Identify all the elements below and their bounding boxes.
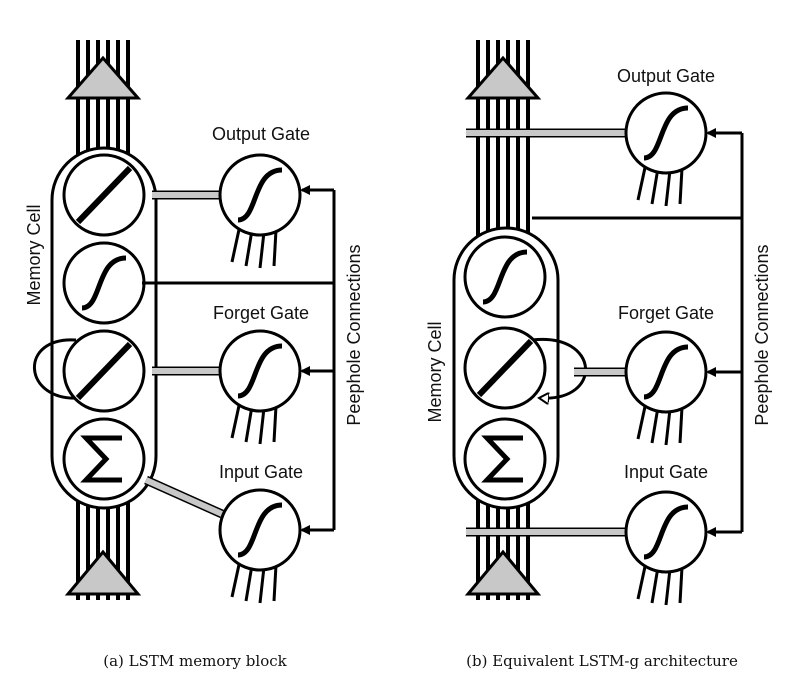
panel-a-caption: (a) LSTM memory block — [103, 652, 287, 670]
panel-a-cell-squash — [62, 241, 146, 325]
panel-b-caption: (b) Equivalent LSTM-g architecture — [466, 652, 738, 670]
panel-a-input-gate-label: Input Gate — [219, 462, 303, 482]
panel-b-input-gate-label: Input Gate — [624, 462, 708, 482]
panel-a-sum-unit — [62, 417, 146, 501]
panel-b-output-gate-label: Output Gate — [617, 66, 715, 86]
panel-b-input-gate-unit — [624, 490, 708, 574]
panel-b-forget-gate-label: Forget Gate — [618, 303, 714, 323]
panel-a-input-gate-unit — [218, 488, 302, 572]
panel-a-peephole-lines — [142, 185, 336, 535]
panel-a-output-gate-label: Output Gate — [212, 124, 310, 144]
panel-a-forget-multiplier — [62, 329, 146, 413]
panel-b-forget-multiplier — [463, 326, 547, 410]
panel-b-top-arrow — [464, 55, 542, 100]
panel-b-memory-cell-label: Memory Cell — [425, 321, 445, 422]
panel-a-memory-cell-label: Memory Cell — [24, 204, 44, 305]
panel-a-forget-gate-label: Forget Gate — [213, 303, 309, 323]
panel-b-peephole-lines — [532, 128, 744, 537]
panel-a-output-multiplier — [62, 153, 146, 237]
panel-a-bottom-arrow — [64, 549, 142, 596]
panel-b-cell-squash — [463, 235, 547, 319]
panel-a: Output Gate Forget Gate Input Gate Memor… — [24, 40, 364, 670]
panel-a-output-gate-unit — [218, 153, 302, 237]
panel-b: Output Gate Forget Gate Input Gate Memor… — [425, 40, 772, 670]
panel-a-self-loop — [33, 338, 81, 400]
panel-b-bottom-arrow — [464, 549, 542, 596]
panel-a-memory-block — [50, 146, 158, 510]
panel-b-peephole-label: Peephole Connections — [752, 244, 772, 425]
panel-a-top-arrow — [64, 55, 142, 100]
panel-a-peephole-label: Peephole Connections — [344, 244, 364, 425]
panel-b-output-gate-unit — [624, 91, 708, 175]
panel-b-forget-gate-unit — [624, 330, 708, 414]
panel-a-forget-gate-unit — [218, 329, 302, 413]
panel-b-sum-unit — [463, 417, 547, 501]
